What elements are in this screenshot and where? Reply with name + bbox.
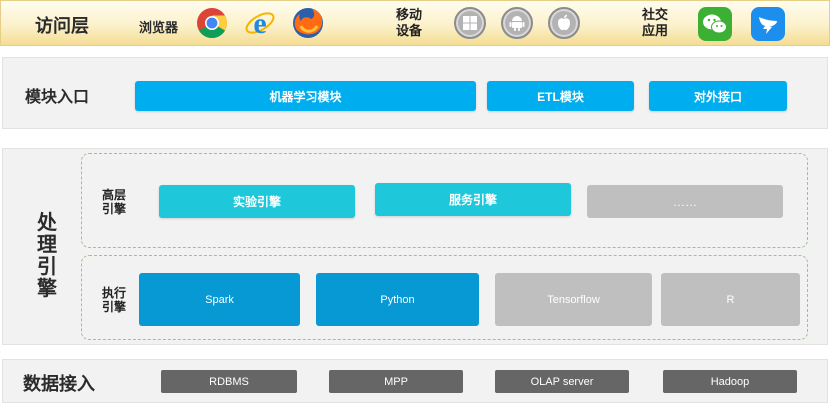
processing-engine-layer: 处 理 引 擎 高层 引擎 实验引擎 服务引擎 …… 执行 引擎 Spark P… [2,148,828,345]
apple-icon[interactable] [548,7,580,39]
social-label-line-2: 应用 [642,24,669,39]
hadoop-source-button[interactable]: Hadoop [663,370,797,393]
chrome-icon[interactable] [196,7,228,39]
exec-label-line-2: 引擎 [102,300,127,314]
more-engines-placeholder[interactable]: …… [587,185,783,218]
high-level-engine-group: 高层 引擎 实验引擎 服务引擎 …… [81,153,808,248]
execution-engine-group: 执行 引擎 Spark Python Tensorflow R [81,255,808,340]
data-access-layer: 数据接入 RDBMS MPP OLAP server Hadoop [2,359,828,403]
engine-title-char: 擎 [37,276,57,300]
browsers-label: 浏览器 [139,21,179,36]
r-engine-button[interactable]: R [661,273,800,326]
engine-title-char: 处 [37,210,57,234]
exec-label-line-1: 执行 [102,286,127,300]
machine-learning-module-button[interactable]: 机器学习模块 [135,81,476,111]
data-access-title: 数据接入 [23,374,95,395]
wechat-icon[interactable] [698,7,732,41]
windows-icon[interactable] [454,7,486,39]
high-label-line-2: 引擎 [102,202,127,216]
mobile-label-line-2: 设备 [396,24,423,39]
engine-title-char: 理 [37,232,57,256]
service-engine-button[interactable]: 服务引擎 [375,183,571,216]
olap-server-source-button[interactable]: OLAP server [495,370,629,393]
mpp-source-button[interactable]: MPP [329,370,463,393]
module-entry-title: 模块入口 [25,87,90,106]
high-level-engine-label: 高层 引擎 [102,188,126,216]
internet-explorer-icon[interactable]: e [244,6,276,40]
mobile-devices-label: 移动 设备 [396,8,422,40]
social-label-line-1: 社交 [642,8,669,23]
mobile-label-line-1: 移动 [396,8,423,23]
firefox-icon[interactable] [291,6,325,40]
python-engine-button[interactable]: Python [316,273,479,326]
tensorflow-engine-button[interactable]: Tensorflow [495,273,652,326]
access-layer-title: 访问层 [35,16,89,37]
spark-engine-button[interactable]: Spark [139,273,300,326]
social-apps-label: 社交 应用 [642,8,668,40]
svg-text:e: e [253,7,266,40]
rdbms-source-button[interactable]: RDBMS [161,370,297,393]
experiment-engine-button[interactable]: 实验引擎 [159,185,355,218]
external-interface-button[interactable]: 对外接口 [649,81,787,111]
module-entry-layer: 模块入口 机器学习模块 ETL模块 对外接口 [2,57,828,129]
android-icon[interactable] [501,7,533,39]
etl-module-button[interactable]: ETL模块 [487,81,634,111]
dingtalk-icon[interactable] [751,7,785,41]
access-layer: 访问层 浏览器 e 移动 设备 [0,0,830,46]
execution-engine-label: 执行 引擎 [102,286,126,314]
high-label-line-1: 高层 [102,188,127,202]
engine-title-char: 引 [37,254,57,278]
processing-engine-title: 处 理 引 擎 [35,211,59,299]
